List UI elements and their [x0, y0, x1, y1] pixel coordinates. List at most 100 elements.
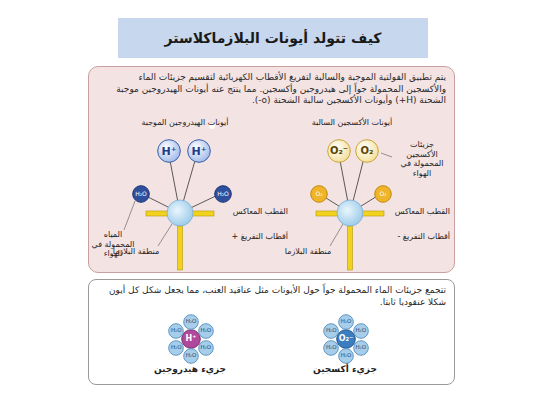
ion-circle: O₂	[374, 185, 392, 203]
part-label: أقطاب التفريغ -	[388, 232, 450, 242]
ion-formula: H₂O	[200, 328, 211, 334]
leader-line	[381, 153, 392, 157]
ion-formula: H⁺	[186, 335, 197, 343]
panel-paragraph: يتم تطبيق الفولتية الموجبة والسالبة لتفر…	[99, 72, 446, 107]
cluster-caption: جزيء هيدروجين	[135, 364, 245, 375]
ion-circle: H⁺	[187, 139, 211, 163]
ion-circle: H₂O	[214, 185, 232, 203]
panel-paragraph: تتجمع جزيئات الماء المحمولة جواً حول الأ…	[99, 285, 446, 308]
circle-outline	[324, 340, 339, 355]
ion-circle: O₂	[355, 139, 379, 163]
ion-formula: H₂O	[355, 328, 366, 334]
ion-circle: H₂O	[353, 323, 369, 339]
ion-formula: H₂O	[171, 328, 182, 334]
circle-outline	[184, 349, 199, 364]
ion-circle: H₂O	[198, 323, 214, 339]
circle-outline	[198, 323, 213, 338]
circle-outline	[324, 323, 339, 338]
plasma-region	[167, 200, 193, 226]
ion-circle: H₂O	[183, 314, 199, 330]
circle-outline	[133, 186, 150, 203]
part-label: جزيئات الأكسجين المحمولة في الهواء	[394, 140, 450, 178]
circle-outline	[353, 323, 368, 338]
text-panel: يتم تطبيق الفولتية الموجبة والسالبة لتفر…	[88, 66, 455, 273]
part-label: منطقة البلازما	[110, 247, 162, 257]
title-text: كيف تتولد أيونات البلازماكلاستر	[164, 30, 381, 46]
part-label: أقطاب التفريغ +	[222, 232, 288, 242]
ray	[168, 150, 180, 213]
part-label: القطب المعاكس	[388, 207, 450, 217]
circle-outline	[311, 186, 328, 203]
discharge-electrode	[178, 226, 183, 270]
circle-outline	[356, 140, 379, 163]
circle-outline	[339, 349, 354, 364]
circle-outline	[198, 340, 213, 355]
circle-outline	[169, 323, 184, 338]
ion-circle: O₂	[310, 185, 328, 203]
text-panel: تتجمع جزيئات الماء المحمولة جواً حول الأ…	[88, 279, 455, 385]
circle-outline	[375, 186, 392, 203]
cluster-caption: جزيء أكسجين	[290, 364, 400, 375]
ion-circle: H⁺	[157, 139, 181, 163]
plasma-rays	[140, 150, 382, 213]
ion-circle: H₂O	[323, 323, 339, 339]
circle-outline	[169, 340, 184, 355]
ion-formula: O₂	[361, 146, 374, 156]
part-label: أيونات الأكسجين السالبة	[297, 118, 407, 128]
ion-formula: H₂O	[217, 191, 229, 197]
ion-formula: H₂O	[341, 353, 352, 359]
part-label: أيونات الهيدروجين الموجبة	[130, 118, 240, 128]
circle-outline	[158, 140, 181, 163]
ion-formula: H₂O	[171, 345, 182, 351]
counter-electrode	[316, 211, 384, 216]
ray	[350, 150, 366, 213]
circle-outline	[184, 315, 199, 330]
ion-formula: O₂⁻	[339, 335, 354, 343]
leader-line	[124, 201, 135, 230]
title-band: كيف تتولد أيونات البلازماكلاستر	[118, 18, 428, 58]
ray	[180, 193, 222, 213]
ion-circle: H₂O	[183, 348, 199, 364]
leader-line	[330, 224, 343, 246]
plasma-region	[337, 200, 363, 226]
ion-circle: O₂⁻	[336, 329, 356, 349]
circle-outline	[339, 315, 354, 330]
circle-outline	[353, 340, 368, 355]
part-label: منطقة البلازما	[282, 247, 334, 257]
circle-outline	[182, 330, 201, 349]
counter-electrode	[146, 211, 214, 216]
ion-circle: H₂O	[338, 314, 354, 330]
ray	[338, 150, 350, 213]
decor-dot	[209, 123, 215, 129]
ion-formula: O₂	[379, 191, 386, 197]
ion-formula: H₂O	[186, 353, 197, 359]
ray	[350, 193, 382, 213]
ion-formula: H₂O	[326, 345, 337, 351]
ray	[140, 193, 180, 213]
ion-circle: H⁺	[181, 329, 201, 349]
ion-circle: H₂O	[168, 323, 184, 339]
ray	[318, 193, 350, 213]
ion-formula: H₂O	[326, 328, 337, 334]
ion-formula: H₂O	[135, 191, 147, 197]
leader-line	[158, 224, 172, 246]
part-label: القطب المعاكس	[222, 207, 288, 217]
ion-circle: H₂O	[132, 185, 150, 203]
ion-circle: H₂O	[168, 340, 184, 356]
ion-formula: O₂⁻	[330, 146, 348, 156]
ion-formula: H⁺	[161, 146, 176, 157]
ion-formula: H₂O	[200, 345, 211, 351]
ion-circle: H₂O	[323, 340, 339, 356]
ion-formula: H⁺	[191, 146, 206, 157]
ray	[180, 150, 198, 213]
ion-formula: H₂O	[355, 345, 366, 351]
ion-formula: O₂	[315, 191, 322, 197]
ion-circle: H₂O	[338, 348, 354, 364]
ion-circle: H₂O	[198, 340, 214, 356]
circle-outline	[215, 186, 232, 203]
discharge-electrode	[348, 226, 353, 270]
circle-outline	[188, 140, 211, 163]
circle-outline	[337, 330, 356, 349]
